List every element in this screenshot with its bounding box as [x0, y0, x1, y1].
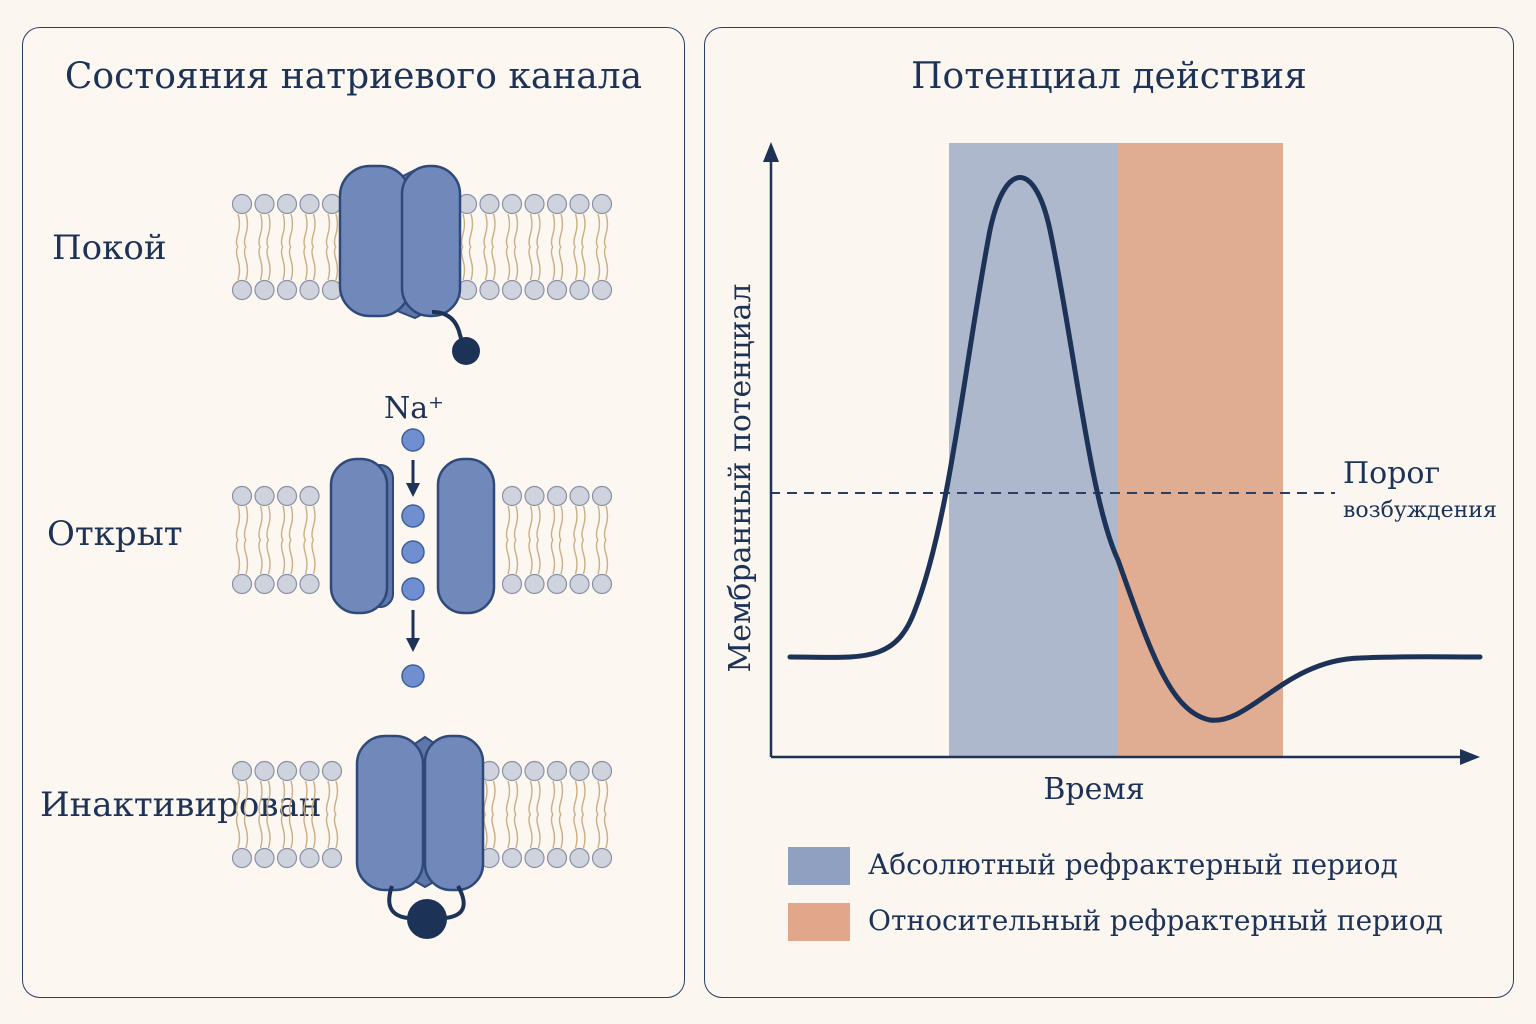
legend-swatch-absolute — [788, 847, 850, 885]
membrane-open — [231, 485, 613, 595]
channel-inactivated — [355, 734, 485, 939]
action-potential-curve — [787, 175, 1483, 723]
arrow-right-icon — [1460, 749, 1480, 765]
ion-label: Na⁺ — [384, 391, 444, 426]
membrane-inactivated — [231, 760, 613, 869]
threshold-label-line2: возбуждения — [1343, 498, 1497, 523]
y-axis-label: Мембранный потенциал — [723, 284, 758, 673]
action-potential-panel: Потенциал действия — [704, 27, 1514, 998]
sodium-ion-icon — [401, 540, 425, 564]
action-potential-chart: Мембранный потенциал Время Порог возбужд… — [723, 142, 1497, 807]
left-panel-title: Состояния натриевого канала — [64, 56, 643, 97]
sodium-ion-icon — [401, 664, 425, 688]
inactivation-ball-icon — [452, 337, 480, 365]
state-label-open: Открыт — [47, 514, 183, 554]
inactivation-ball-icon — [407, 899, 447, 939]
channel-open — [329, 457, 496, 615]
state-label-inactivated: Инактивирован — [40, 785, 322, 825]
relative-refractory-band — [1118, 143, 1283, 757]
arrow-down-icon — [406, 638, 420, 652]
channel-rest — [338, 164, 480, 365]
state-label-rest: Покой — [52, 228, 167, 268]
ion-flow — [401, 428, 425, 688]
legend-label-absolute: Абсолютный рефрактерный период — [868, 848, 1398, 881]
x-axis-label: Время — [1043, 772, 1144, 807]
threshold-label-line1: Порог — [1343, 456, 1440, 491]
arrow-down-icon — [406, 483, 420, 497]
arrow-up-icon — [763, 142, 779, 162]
sodium-ion-icon — [401, 504, 425, 528]
sodium-ion-icon — [401, 577, 425, 601]
legend-label-relative: Относительный рефрактерный период — [868, 904, 1443, 937]
right-panel-title: Потенциал действия — [911, 56, 1307, 97]
membrane-rest — [231, 193, 613, 301]
sodium-ion-icon — [401, 428, 425, 452]
legend-swatch-relative — [788, 903, 850, 941]
